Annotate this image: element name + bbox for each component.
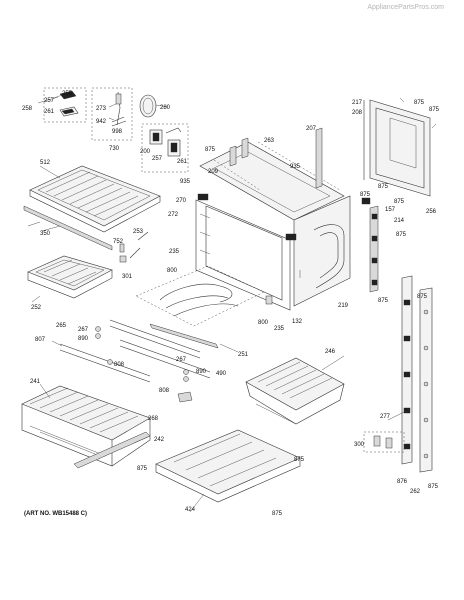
part-217-door-panel <box>363 97 437 197</box>
part-label: 935 <box>290 164 301 170</box>
part-label: 132 <box>292 319 303 325</box>
part-label: 200 <box>140 149 151 155</box>
part-label: 890 <box>196 369 207 375</box>
part-277-side-trim <box>401 275 433 473</box>
part-label: 207 <box>306 126 317 132</box>
part-label: 265 <box>56 323 67 329</box>
part-label: 875 <box>394 199 405 205</box>
part-label: 262 <box>410 489 421 495</box>
part-label: 157 <box>385 207 396 213</box>
art-number: (ART NO. WB15488 C) <box>24 511 87 517</box>
part-label: 512 <box>40 160 51 166</box>
part-label: 272 <box>168 212 179 218</box>
part-label: 875 <box>205 147 216 153</box>
part-label: 875 <box>417 294 428 300</box>
part-214-trim <box>361 197 379 293</box>
part-label: 273 <box>96 106 107 112</box>
inset-group-left <box>37 87 87 123</box>
part-label: 267 <box>78 327 89 333</box>
part-label: 261 <box>44 109 55 115</box>
part-label: 800 <box>167 268 178 274</box>
part-512-floor-panel <box>29 165 161 233</box>
leader-lines <box>39 165 405 513</box>
part-label: 301 <box>122 274 133 280</box>
part-label: 875 <box>428 484 439 490</box>
part-label: 214 <box>394 218 405 224</box>
part-300-latch <box>363 431 405 453</box>
part-label: 808 <box>114 362 125 368</box>
oven-cavity <box>195 141 351 311</box>
inset-group-igniter <box>91 87 133 141</box>
part-label: 490 <box>216 371 227 377</box>
part-label: 875 <box>414 100 425 106</box>
part-label: 253 <box>133 229 144 235</box>
part-label: 252 <box>31 305 42 311</box>
part-label: 875 <box>294 457 305 463</box>
part-label: 942 <box>96 119 107 125</box>
part-label: 752 <box>113 239 124 245</box>
part-241-oven-rack <box>21 385 151 467</box>
part-label: 219 <box>338 303 349 309</box>
part-252-broil-pan <box>27 255 113 303</box>
part-label: 267 <box>176 357 187 363</box>
part-label: 875 <box>360 192 371 198</box>
part-label: 424 <box>185 507 196 513</box>
part-label: 270 <box>176 198 187 204</box>
part-label: 890 <box>78 336 89 342</box>
part-label: 350 <box>40 231 51 237</box>
part-label: 255 <box>62 91 73 97</box>
part-280-bulb <box>139 94 169 118</box>
part-label: 235 <box>274 326 285 332</box>
part-251-bake-element <box>135 265 265 349</box>
part-label: 808 <box>159 388 170 394</box>
part-label: 998 <box>112 129 123 135</box>
part-label: 263 <box>264 138 275 144</box>
part-209-bracket <box>229 127 323 189</box>
part-label: 217 <box>352 100 363 106</box>
part-label: 242 <box>154 437 165 443</box>
part-label: 875 <box>378 298 389 304</box>
part-label: 257 <box>152 156 163 162</box>
part-label: 246 <box>325 349 336 355</box>
part-label: 261 <box>177 159 188 165</box>
part-label: 876 <box>397 479 408 485</box>
part-label: 208 <box>352 110 363 116</box>
part-label: 875 <box>396 232 407 238</box>
part-label: 280 <box>160 105 171 111</box>
part-label: 935 <box>180 179 191 185</box>
part-label: 875 <box>137 466 148 472</box>
part-label: 256 <box>426 209 437 215</box>
part-label: 875 <box>378 184 389 190</box>
part-label: 257 <box>44 98 55 104</box>
part-label: 251 <box>238 352 249 358</box>
part-752-253-hinge <box>119 231 149 263</box>
part-label: 807 <box>35 337 46 343</box>
part-label: 730 <box>109 146 120 152</box>
part-label: 235 <box>169 249 180 255</box>
part-label: 875 <box>272 511 283 517</box>
part-350-rail <box>23 205 113 251</box>
part-label: 258 <box>22 106 33 112</box>
part-label: 875 <box>429 107 440 113</box>
part-label: 300 <box>354 442 365 448</box>
part-246-broil-pan <box>245 357 345 425</box>
part-label: 800 <box>258 320 269 326</box>
part-label: 268 <box>148 416 159 422</box>
part-labels: 512 350 752 253 301 252 265 267 890 807 … <box>22 91 440 517</box>
part-label: 277 <box>380 414 391 420</box>
part-424-bake-panel <box>155 429 301 503</box>
part-label: 209 <box>208 169 219 175</box>
part-label: 241 <box>30 379 41 385</box>
part-265-rack-frame <box>59 319 211 403</box>
inset-group-sensor <box>141 123 189 173</box>
watermark: AppliancePartsPros.com <box>367 4 444 11</box>
